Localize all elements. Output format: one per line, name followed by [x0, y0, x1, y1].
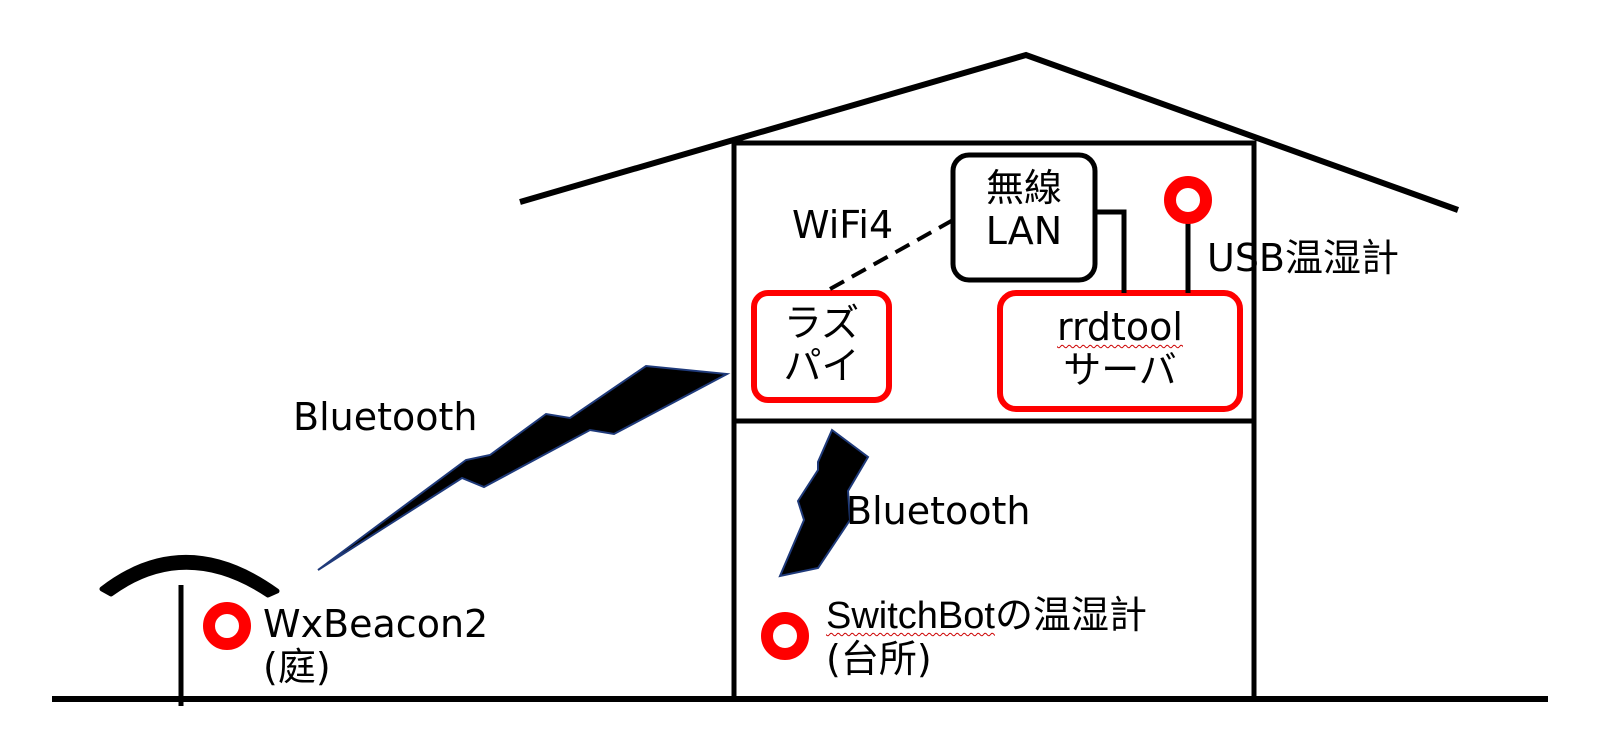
umbrella-stand-icon — [99, 555, 280, 706]
rrdtool-server-label: rrdtool サーバ — [1000, 306, 1240, 391]
usb-sensor-label: USB温湿計 — [1207, 236, 1400, 280]
wireless-lan-label-line2: LAN — [985, 208, 1063, 253]
wireless-lan-label: 無線 LAN — [953, 167, 1095, 252]
bluetooth-outdoor-label: Bluetooth — [293, 395, 478, 439]
roof — [519, 51, 1460, 213]
house-lower-floor — [731, 418, 1257, 702]
switchbot-name: SwitchBot — [826, 595, 995, 637]
lan-cable — [1095, 209, 1127, 293]
usb-sensor-ring-icon — [1164, 176, 1212, 224]
rrdtool-server-box — [997, 290, 1243, 412]
bluetooth-indoor-label: Bluetooth — [846, 489, 1031, 533]
rrdtool-server-label-line1: rrdtool — [1057, 305, 1183, 349]
raspi-box — [751, 290, 892, 403]
switchbot-name-rest: の温湿計 — [994, 593, 1147, 637]
switchbot-label-line2: (台所) — [826, 636, 932, 681]
rrdtool-server-label-line2: サーバ — [1063, 347, 1177, 392]
wireless-lan-label-line1: 無線 — [985, 166, 1062, 210]
raspi-label-line1: ラズ — [783, 301, 860, 345]
raspi-label: ラズ パイ — [754, 302, 889, 387]
switchbot-ring-icon — [761, 612, 809, 660]
wxbeacon-label-line2: (庭) — [263, 644, 331, 689]
wxbeacon-label: WxBeacon2 (庭) — [263, 603, 488, 688]
lightning-bolt-icon — [317, 364, 731, 571]
wxbeacon-ring-icon — [203, 602, 251, 650]
switchbot-label: SwitchBotの温湿計 (台所) — [826, 594, 1147, 680]
lightning-bolt-icon — [778, 428, 870, 578]
switchbot-label-line1: SwitchBotの温湿計 — [826, 594, 1147, 638]
wxbeacon-label-line1: WxBeacon2 — [263, 602, 489, 646]
wifi-label: WiFi4 — [792, 203, 894, 247]
wireless-lan-box — [950, 152, 1098, 283]
raspi-label-line2: パイ — [783, 343, 860, 388]
